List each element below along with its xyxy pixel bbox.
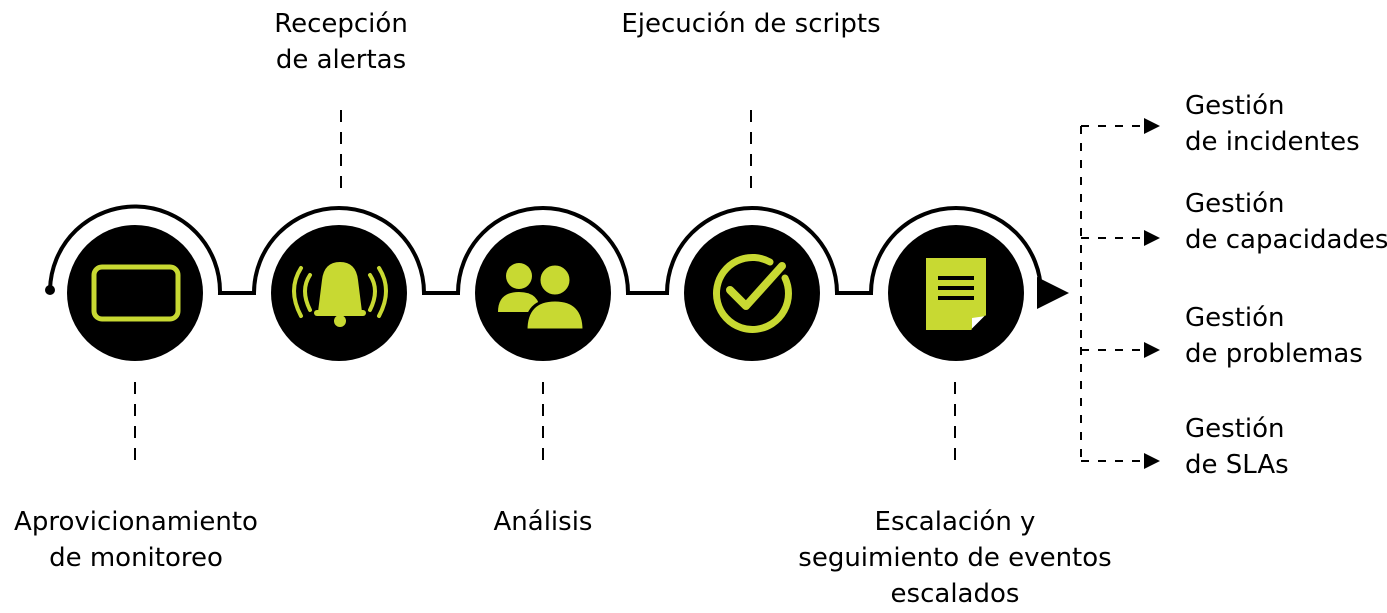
label-line: Gestión [1185, 91, 1285, 121]
label-line: Análisis [493, 507, 593, 537]
output-capacity: Gestión de capacidades [1185, 186, 1387, 258]
label-line: Escalación y [874, 507, 1036, 537]
check-circle-icon [712, 253, 792, 333]
tablet-icon [91, 264, 181, 322]
label-line: Gestión [1185, 414, 1285, 444]
label-analysis: Análisis [443, 504, 643, 540]
output-problems: Gestión de problemas [1185, 300, 1363, 372]
bell-icon [292, 262, 388, 327]
output-incidents: Gestión de incidentes [1185, 88, 1360, 160]
label-line: de incidentes [1185, 127, 1360, 157]
label-line: seguimiento de eventos [798, 543, 1112, 573]
label-line: de SLAs [1185, 450, 1289, 480]
label-line: de alertas [275, 45, 407, 75]
label-line: de problemas [1185, 339, 1363, 369]
step-escalation [888, 225, 1024, 361]
label-line: Gestión [1185, 189, 1285, 219]
label-alerts: Recepción de alertas [241, 6, 441, 78]
label-line: de capacidades [1185, 225, 1387, 255]
step-scripts [684, 225, 820, 361]
users-icon [498, 262, 586, 332]
step-alerts [271, 225, 407, 361]
label-escalation: Escalación y seguimiento de eventos esca… [785, 504, 1125, 612]
label-scripts: Ejecución de scripts [591, 6, 911, 42]
step-connectors [134, 110, 956, 467]
document-icon [926, 258, 987, 331]
flow-start-dot [45, 285, 55, 295]
label-provisioning: Aprovicionamiento de monitoreo [0, 504, 272, 576]
label-line: Ejecución de scripts [621, 9, 881, 39]
label-line: Recepción [274, 9, 408, 39]
step-provisioning [67, 225, 203, 361]
label-line: escalados [890, 579, 1020, 609]
label-line: Aprovicionamiento [14, 507, 258, 537]
output-bracket [1080, 118, 1160, 469]
label-line: Gestión [1185, 303, 1285, 333]
step-analysis [475, 225, 611, 361]
label-line: de monitoreo [49, 543, 223, 573]
flow-line [48, 204, 1069, 309]
output-slas: Gestión de SLAs [1185, 411, 1289, 483]
